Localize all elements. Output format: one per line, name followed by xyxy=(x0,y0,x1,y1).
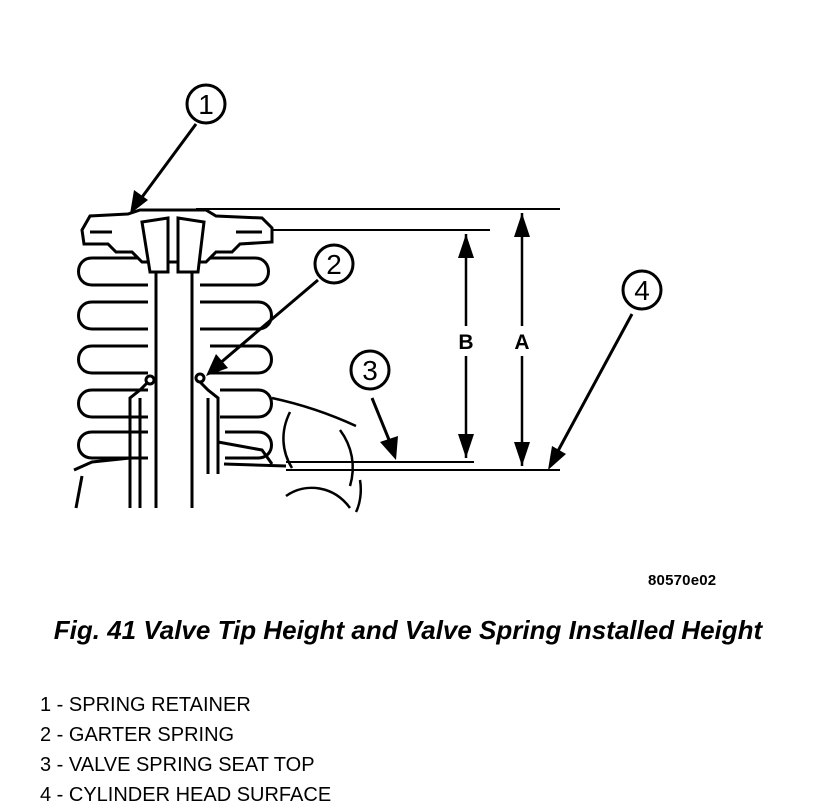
dimension-b-label: B xyxy=(458,331,473,354)
valve-spring xyxy=(77,256,273,460)
callout-3-number: 3 xyxy=(362,355,378,386)
dimension-b: B xyxy=(452,234,480,458)
garter-spring xyxy=(144,374,156,386)
legend-item: 1 - SPRING RETAINER xyxy=(40,694,251,716)
valve-stem-seal xyxy=(128,372,220,508)
cylinder-head-casting xyxy=(271,396,363,513)
callout-1: 1 xyxy=(130,83,227,214)
valve-spring-diagram: B A 1 2 3 4 xyxy=(73,83,663,513)
figure-caption: Fig. 41 Valve Tip Height and Valve Sprin… xyxy=(53,615,763,645)
callout-2-number: 2 xyxy=(326,249,342,280)
callout-1-number: 1 xyxy=(198,89,214,120)
valve-spring-seat xyxy=(73,440,287,509)
callout-4-number: 4 xyxy=(634,275,650,306)
legend-item: 2 - GARTER SPRING xyxy=(40,724,235,746)
callout-2: 2 xyxy=(206,243,355,376)
callout-3: 3 xyxy=(349,349,398,460)
figure-reference-code: 80570e02 xyxy=(648,572,717,589)
callout-4: 4 xyxy=(548,269,663,470)
valve-keepers xyxy=(140,216,206,274)
legend-list: 1 - SPRING RETAINER 2 - GARTER SPRING 3 … xyxy=(40,690,331,810)
legend-item: 3 - VALVE SPRING SEAT TOP xyxy=(40,754,315,776)
valve-stem xyxy=(154,272,194,508)
dimension-a: A xyxy=(508,213,536,466)
legend-item: 4 - CYLINDER HEAD SURFACE xyxy=(40,784,332,806)
extension-lines xyxy=(196,208,560,471)
dimension-a-label: A xyxy=(514,331,529,354)
